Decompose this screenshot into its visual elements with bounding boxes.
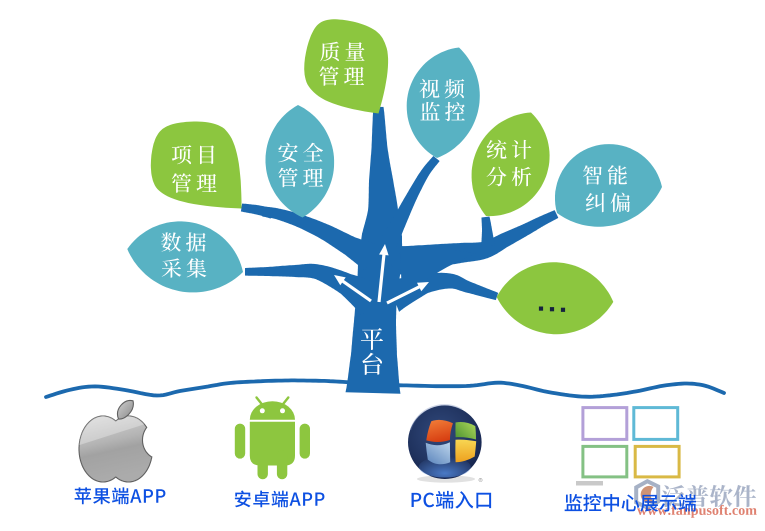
svg-text:®: ®: [479, 477, 483, 484]
